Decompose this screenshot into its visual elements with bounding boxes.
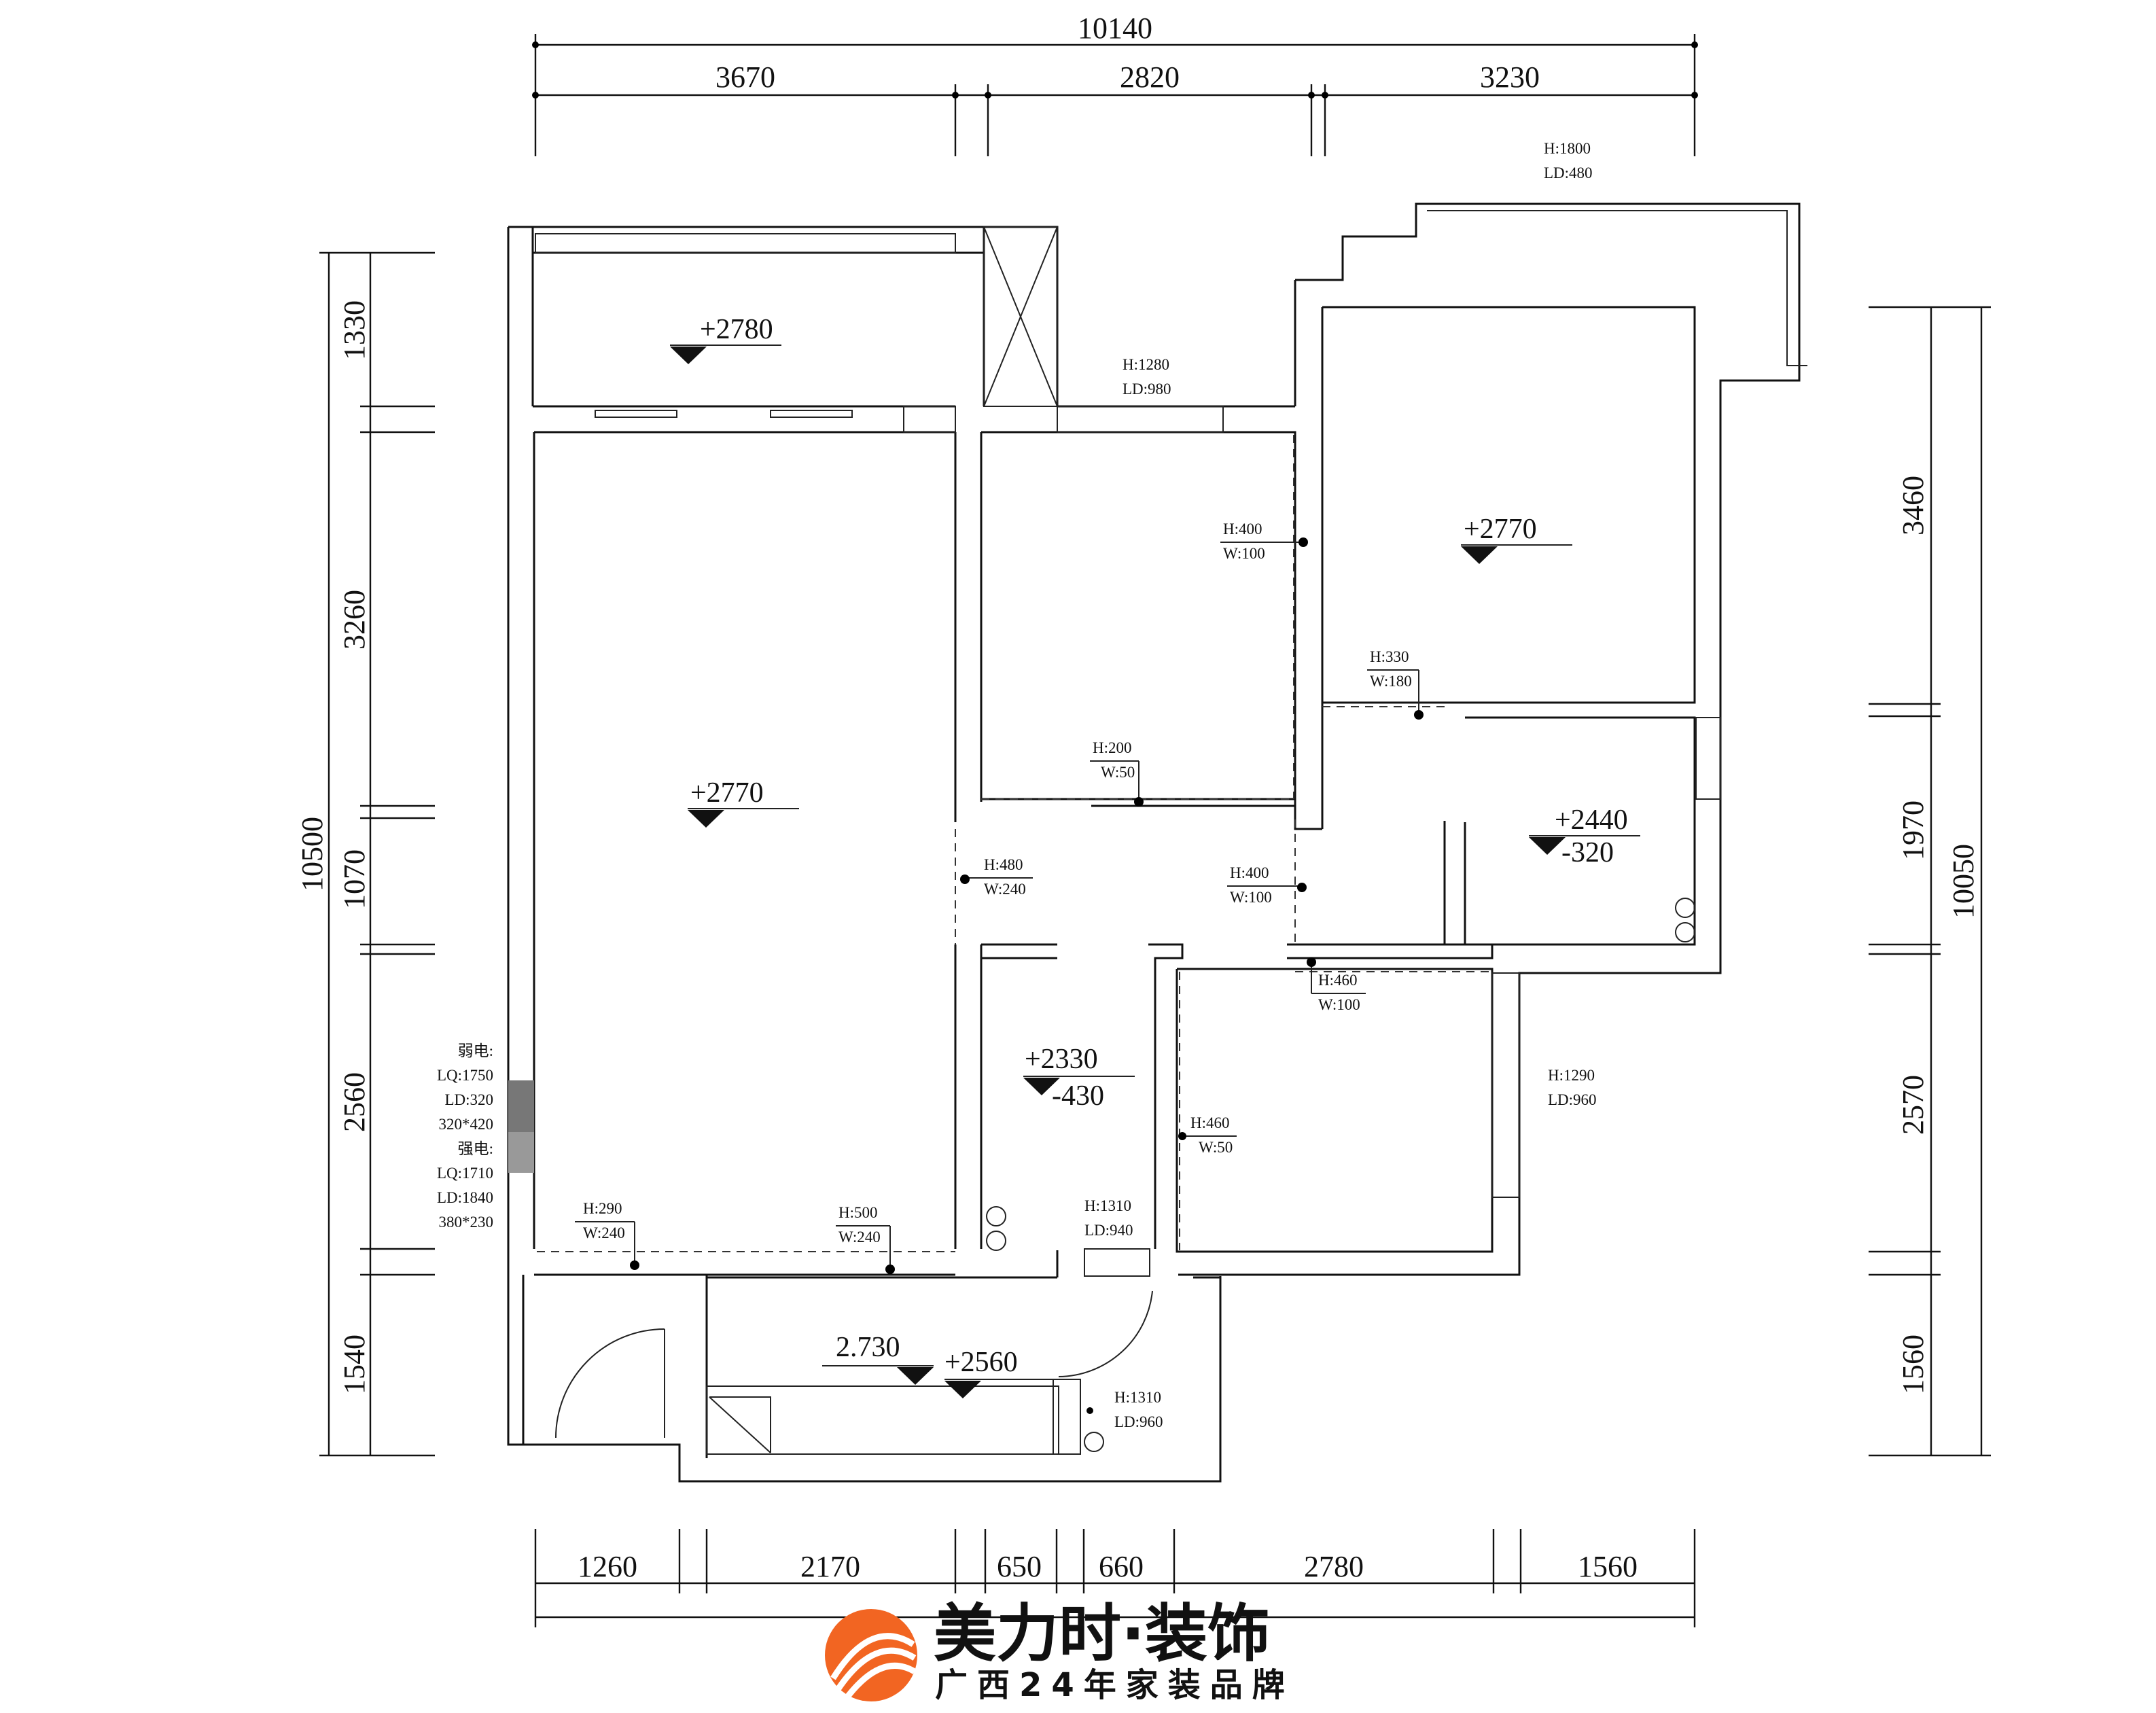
dim-right-total: 10050 [1947,844,1980,919]
elevation-kitchen-right: +2560 [944,1347,1018,1378]
dim-bottom-3: 650 [997,1550,1042,1583]
note-outlet-400b-w: W:100 [1230,889,1272,906]
note-window-1310a-h: H:1310 [1084,1197,1131,1214]
note-outlet-500-w: W:240 [838,1229,881,1246]
note-panel-weak-lq: LQ:1750 [437,1067,493,1084]
elevation-marker-master [1461,544,1572,564]
elevation-marker-balcony [670,345,781,364]
note-window-1280-ld: LD:980 [1123,381,1171,398]
elevation-bathroom-mid-drop: -430 [1052,1080,1104,1112]
top-dimension-lines [532,34,1698,156]
dim-left-3: 1070 [338,849,371,909]
brand-logo [825,1609,917,1703]
dim-left-4: 2560 [338,1072,371,1132]
note-outlet-200-w: W:50 [1101,764,1135,781]
note-outlet-330-w: W:180 [1370,673,1412,690]
elevation-bathroom-top: +2440 [1555,805,1628,836]
dim-right-2: 1970 [1896,800,1930,860]
note-window-1310a-ld: LD:940 [1084,1222,1133,1239]
note-top-window-h: H:1800 [1544,140,1591,157]
note-panel-strong-lq: LQ:1710 [437,1165,493,1182]
note-outlet-290-w: W:240 [583,1224,625,1241]
dim-left-2: 3260 [338,590,371,650]
note-window-1310b-ld: LD:960 [1114,1413,1163,1430]
note-outlet-290-h: H:290 [583,1200,622,1217]
dim-right-4: 1560 [1896,1335,1930,1394]
left-dimension-lines [319,251,435,1457]
note-outlet-460a-h: H:460 [1318,972,1358,989]
note-outlet-330-h: H:330 [1370,648,1409,665]
dim-bottom-1: 1260 [578,1550,637,1583]
note-panel-strong-title: 强电: [458,1140,493,1157]
note-panel-strong-ld: LD:1840 [437,1189,493,1206]
elevation-marker-living [688,808,799,828]
elevation-bathroom-top-drop: -320 [1561,837,1614,868]
note-panel-weak-ld: LD:320 [444,1091,493,1108]
elevation-bathroom-mid: +2330 [1025,1044,1098,1075]
brand-name: 美力时·装饰 [934,1597,1270,1670]
dim-bottom-2: 2170 [800,1550,860,1583]
dim-top-total: 10140 [1078,12,1152,45]
note-outlet-400a-h: H:400 [1223,520,1262,537]
note-outlet-480-h: H:480 [984,856,1023,873]
note-panel-weak-title: 弱电: [458,1042,493,1059]
note-outlet-200-h: H:200 [1093,739,1132,756]
strong-current-panel [508,1132,534,1173]
brand-tagline: 广西24年家装品牌 [935,1666,1294,1704]
note-window-1310b-h: H:1310 [1114,1389,1161,1406]
dim-bottom-4: 660 [1099,1550,1144,1583]
note-top-window-ld: LD:480 [1544,164,1593,181]
dim-top-3: 3230 [1480,60,1540,94]
note-outlet-460b-h: H:460 [1190,1114,1230,1131]
dim-top-1: 3670 [715,60,775,94]
note-outlet-500-h: H:500 [838,1204,878,1221]
note-outlet-400b-h: H:400 [1230,864,1269,881]
dim-bottom-5: 2780 [1304,1550,1364,1583]
note-panel-weak-size: 320*420 [439,1116,494,1133]
elevation-living-room: +2770 [690,777,764,809]
dim-right-1: 3460 [1896,476,1930,535]
elevation-kitchen-left: 2.730 [836,1332,900,1363]
notes: H:1800 LD:480 H:1280 LD:980 H:400 W:100 … [437,140,1597,1430]
elevation-balcony-top: +2780 [700,314,773,345]
elevation-master-bedroom: +2770 [1464,514,1537,545]
right-dimension-lines [1869,306,1991,1457]
dim-left-1: 1330 [338,300,371,360]
weak-current-panel [508,1080,534,1132]
note-outlet-400a-w: W:100 [1223,545,1265,562]
elevation-marker-bath-top [1529,835,1640,855]
elevation-marker-kitchen [822,1365,1056,1398]
note-panel-strong-size: 380*230 [439,1214,494,1231]
note-window-1290-h: H:1290 [1548,1067,1595,1084]
dim-left-total: 10500 [296,817,329,891]
elevation-marker-bath-mid [1023,1076,1135,1095]
note-outlet-460a-w: W:100 [1318,996,1360,1013]
fixtures [508,210,1807,1455]
note-outlet-480-w: W:240 [984,881,1026,898]
dim-right-3: 2570 [1896,1075,1930,1135]
dim-top-2: 2820 [1120,60,1180,94]
dim-bottom-6: 1560 [1578,1550,1638,1583]
note-outlet-460b-w: W:50 [1199,1139,1233,1156]
note-window-1290-ld: LD:960 [1548,1091,1597,1108]
note-window-1280-h: H:1280 [1123,356,1169,373]
beam-dashes [537,435,1492,1252]
dim-left-5: 1540 [338,1335,371,1394]
bottom-dimension-lines [534,1529,1696,1627]
